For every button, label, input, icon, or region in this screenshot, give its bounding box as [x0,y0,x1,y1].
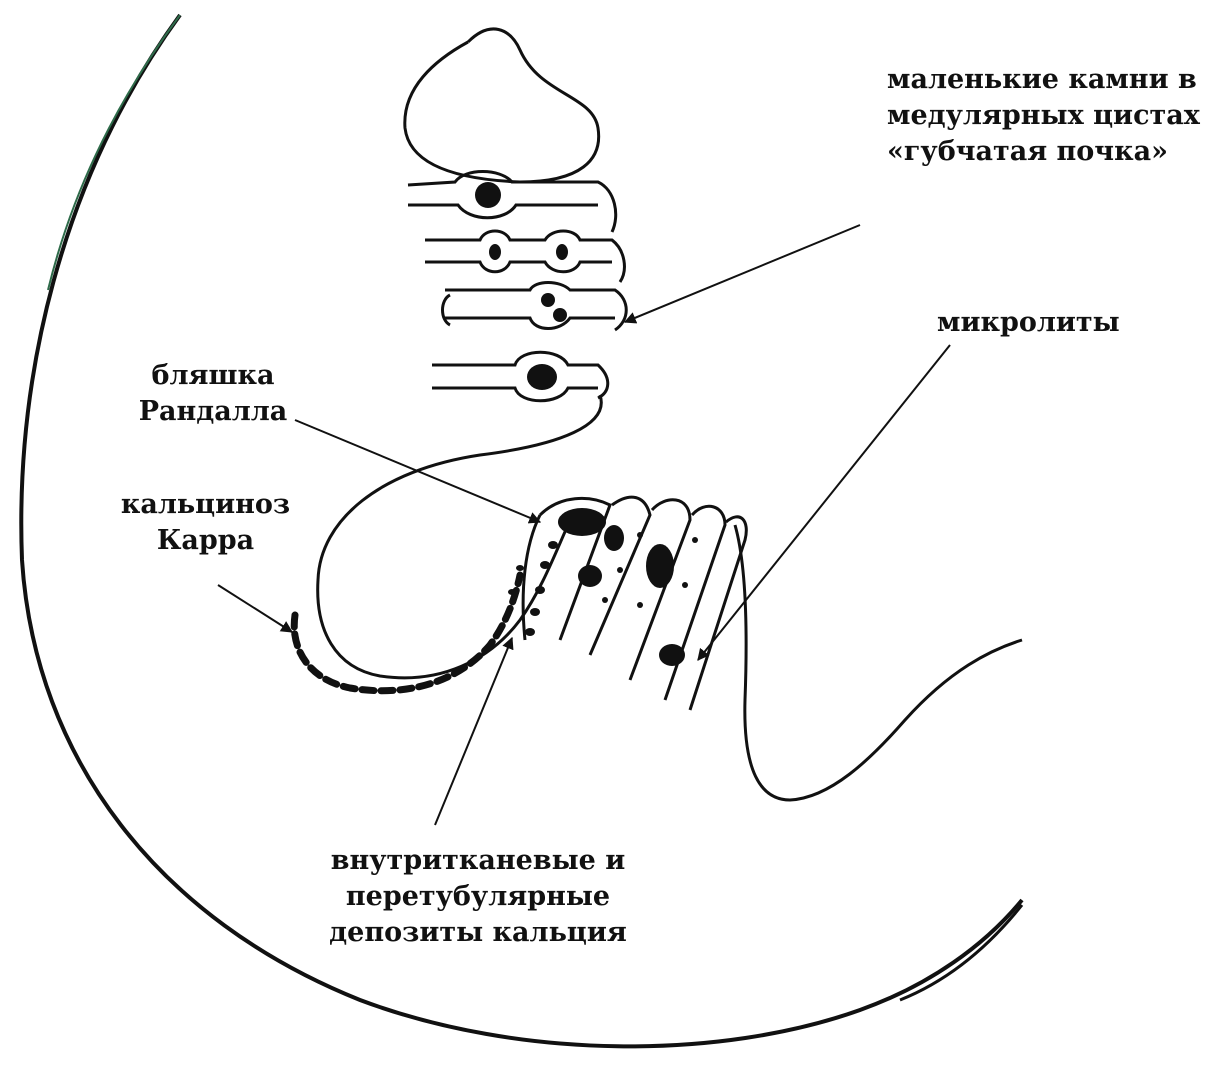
label-line: кальциноз [118,487,293,523]
papillary-ducts [523,497,746,710]
label-line: микролиты [937,305,1120,341]
arrow-sponge-kidney [625,225,860,322]
label-line: Карра [118,523,293,559]
medullary-stones [475,182,568,390]
arrow-randall-plaque [295,420,540,522]
medullary-cysts [408,172,626,401]
label-line: маленькие камни в [887,62,1200,98]
label-line: внутритканевые и [318,843,638,879]
second-papilla-outline [735,525,1022,800]
arrow-interstitial-deposits [435,638,512,825]
calyx-outline [405,29,599,182]
kidney-capsule-edge-tint [48,15,180,290]
label-carr-calcinosis: кальциноз Карра [118,487,293,559]
label-line: перетубулярные [318,879,638,915]
label-interstitial-deposits: внутритканевые и перетубулярные депозиты… [318,843,638,951]
label-line: депозиты кальция [318,915,638,951]
label-line: медулярных цистах [887,98,1200,134]
arrow-carr-calcinosis [218,585,292,632]
carr-calcinosis-deposits [294,575,520,691]
label-randall-plaque: бляшка Рандалла [138,358,288,430]
label-line: Рандалла [138,394,288,430]
label-microliths: микролиты [937,305,1120,341]
label-sponge-kidney: маленькие камни в медулярных цистах «губ… [887,62,1200,170]
label-line: «губчатая почка» [887,134,1200,170]
papilla-outline [318,395,602,678]
label-line: бляшка [138,358,288,394]
arrow-microliths [698,345,950,660]
